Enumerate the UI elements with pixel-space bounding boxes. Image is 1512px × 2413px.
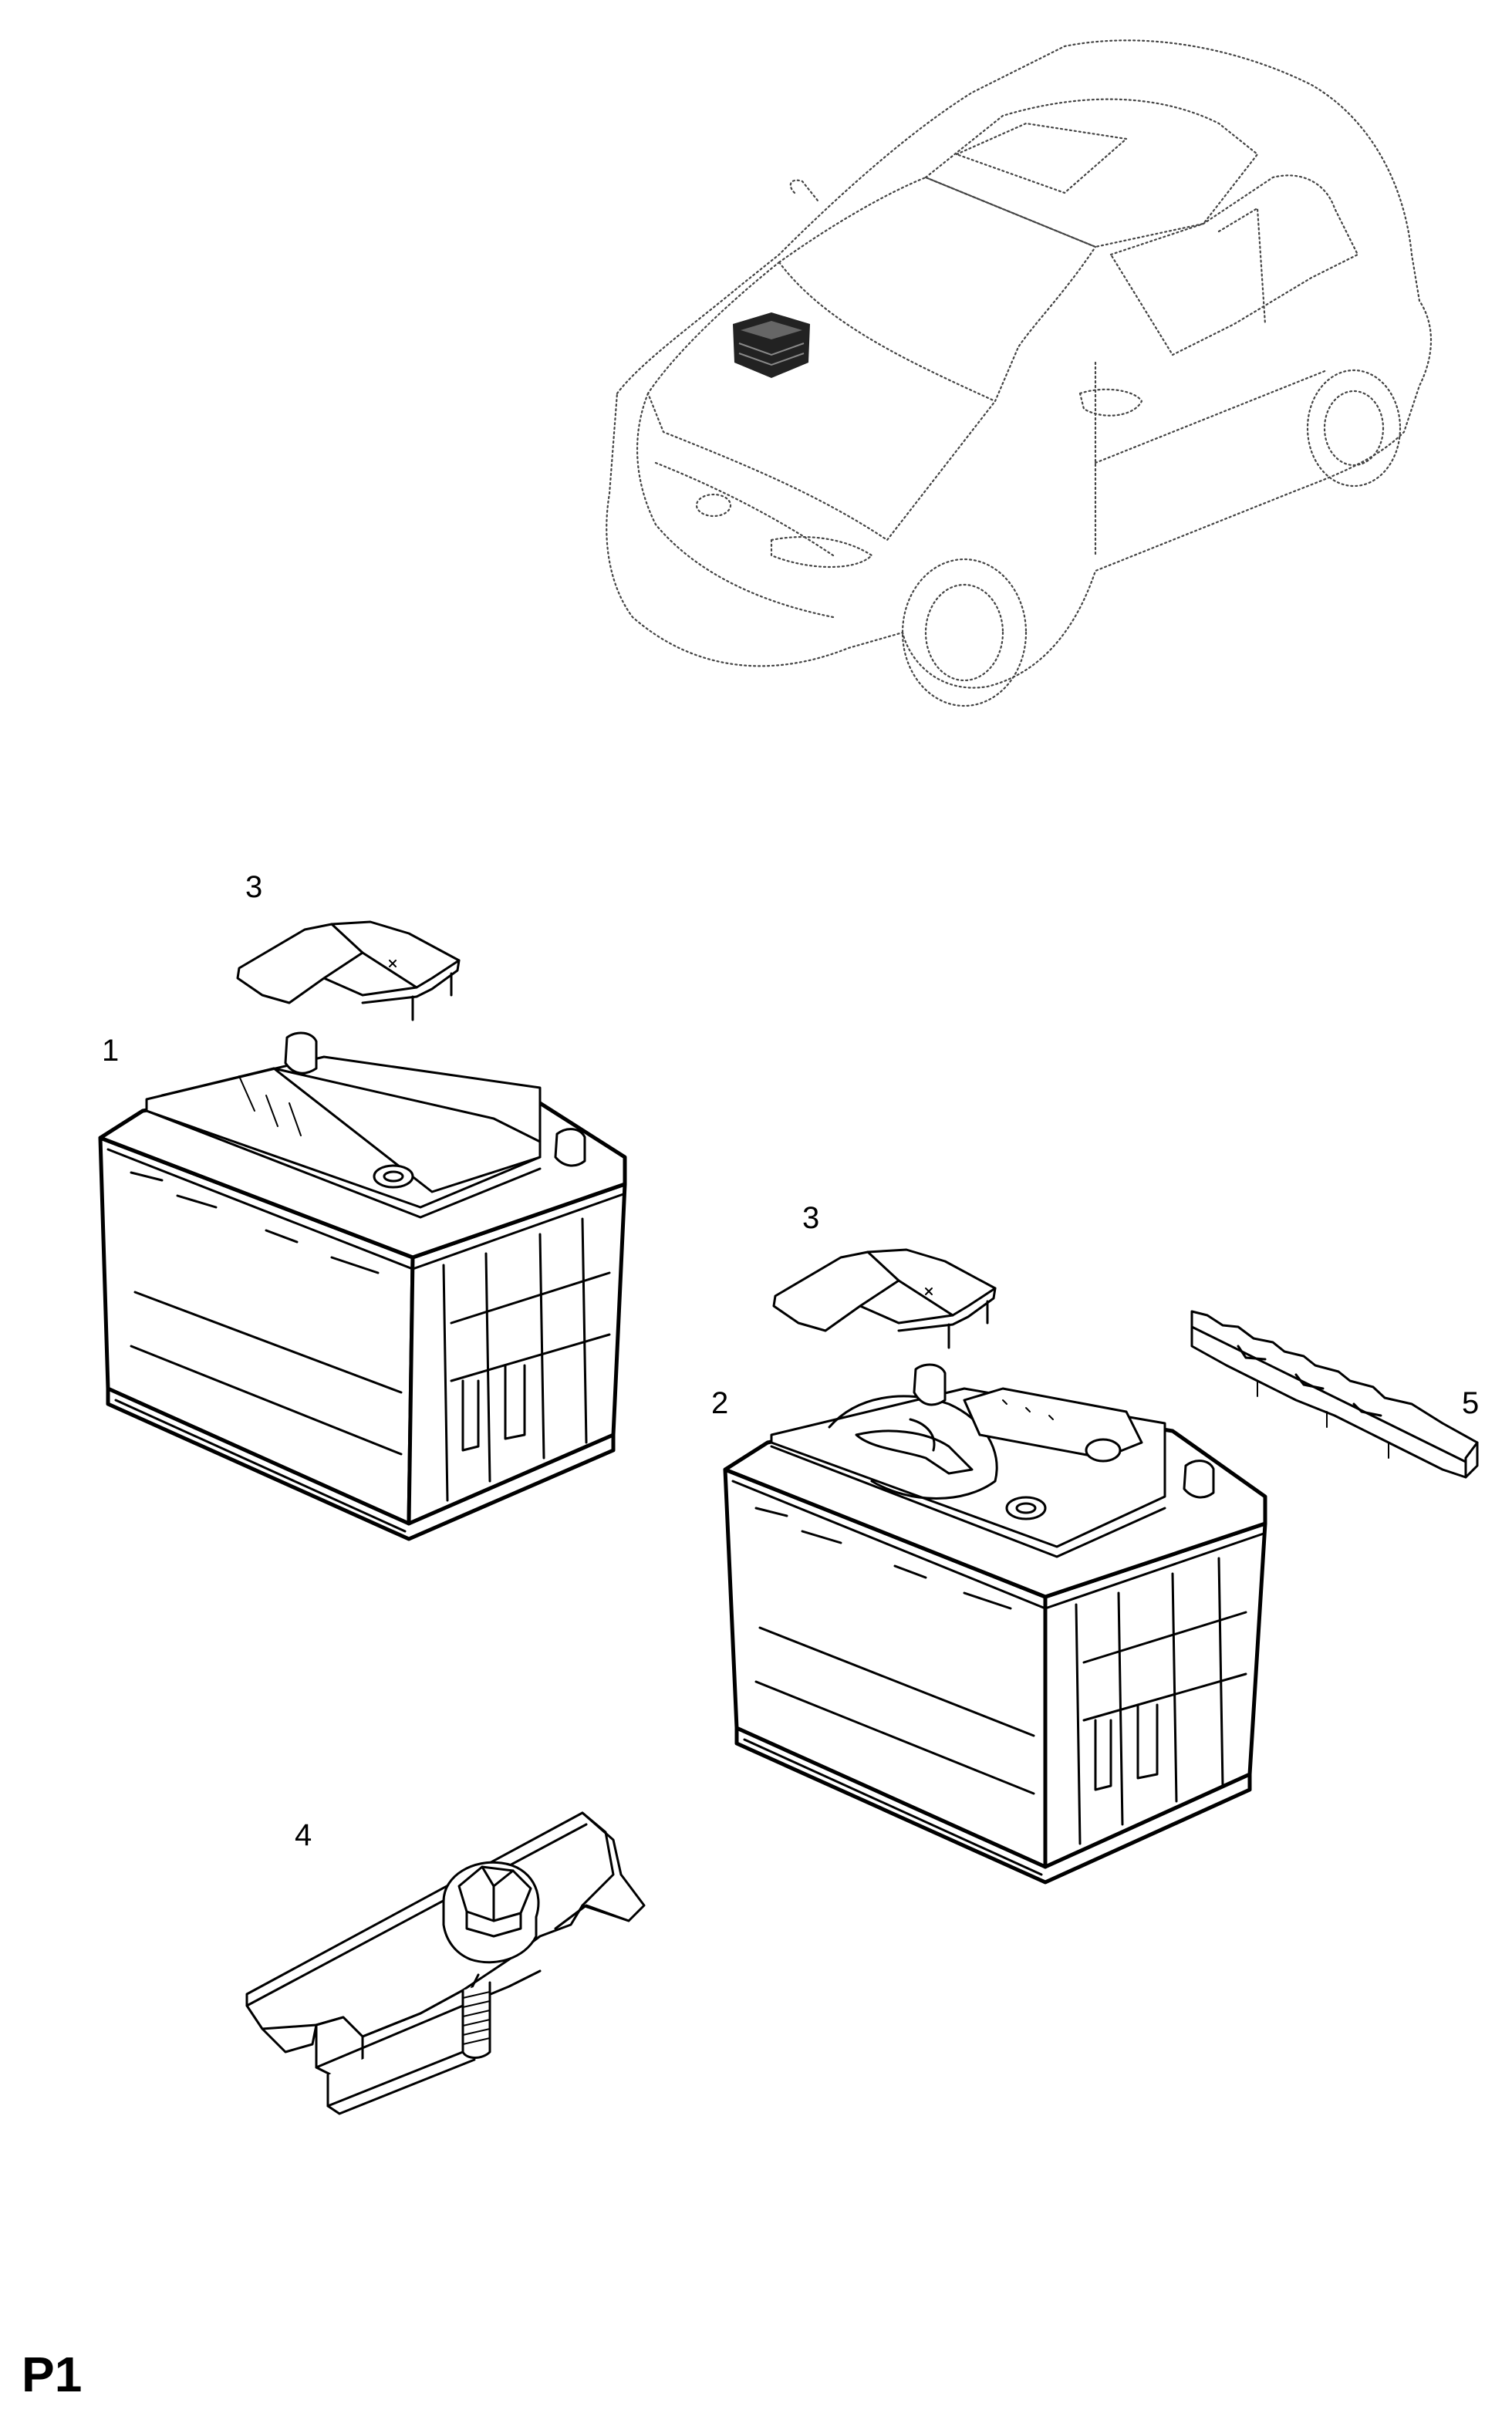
- vehicle-locator-icon: [606, 39, 1432, 707]
- battery-location-marker: [733, 312, 810, 378]
- battery-icon: [98, 1031, 627, 1541]
- callout-hold-down-clamp: 4: [295, 1818, 312, 1852]
- battery-clamp-icon: [245, 1811, 646, 2115]
- callout-battery-2: 2: [711, 1386, 728, 1420]
- page-code: P1: [22, 2347, 82, 2402]
- callout-terminal-strip: 5: [1462, 1386, 1479, 1420]
- battery-icon: [723, 1363, 1267, 1885]
- insulator-strip-icon: [1190, 1310, 1479, 1479]
- callout-terminal-cover-upper: 3: [245, 870, 262, 904]
- callout-terminal-cover-lower: 3: [802, 1201, 819, 1235]
- callout-battery-1: 1: [102, 1034, 119, 1068]
- terminal-cover-icon: [772, 1248, 997, 1349]
- terminal-cover-icon: [236, 920, 461, 1021]
